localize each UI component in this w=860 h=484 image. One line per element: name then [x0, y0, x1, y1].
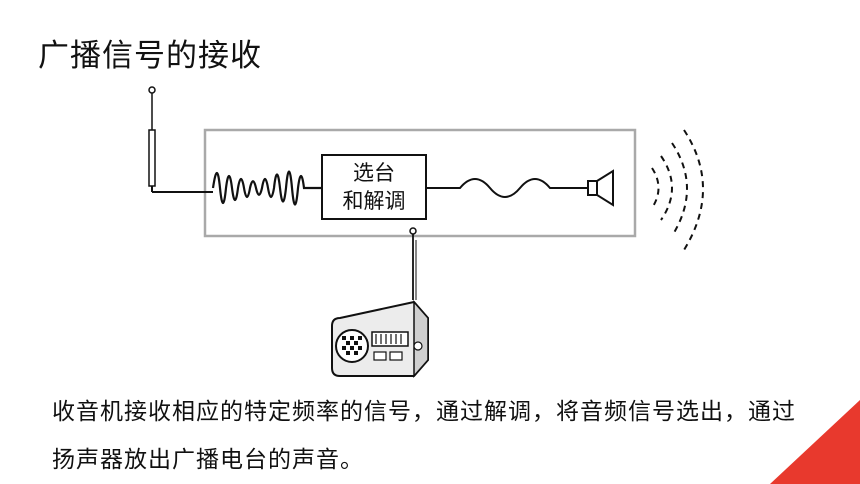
modulated-wave [211, 170, 322, 206]
radio-icon [331, 300, 429, 378]
description-text: 收音机接收相应的特定频率的信号，通过解调，将音频信号选出，通过扬声器放出广播电台… [52, 399, 796, 473]
radio-reception-diagram: 选台 和解调 [148, 86, 704, 378]
page-title: 广播信号的接收 [38, 38, 262, 74]
tuning-demodulation-block [321, 154, 427, 220]
block-label-line2: 和解调 [343, 189, 406, 213]
speaker-icon [587, 169, 614, 207]
audio-wave [426, 178, 588, 198]
corner-accent-decoration [770, 400, 860, 484]
receiver-frame [203, 128, 637, 238]
sound-waves-icon [651, 129, 704, 251]
antenna-icon [148, 86, 156, 192]
radio-connector [409, 227, 417, 300]
block-label-line1: 选台 [353, 161, 395, 185]
